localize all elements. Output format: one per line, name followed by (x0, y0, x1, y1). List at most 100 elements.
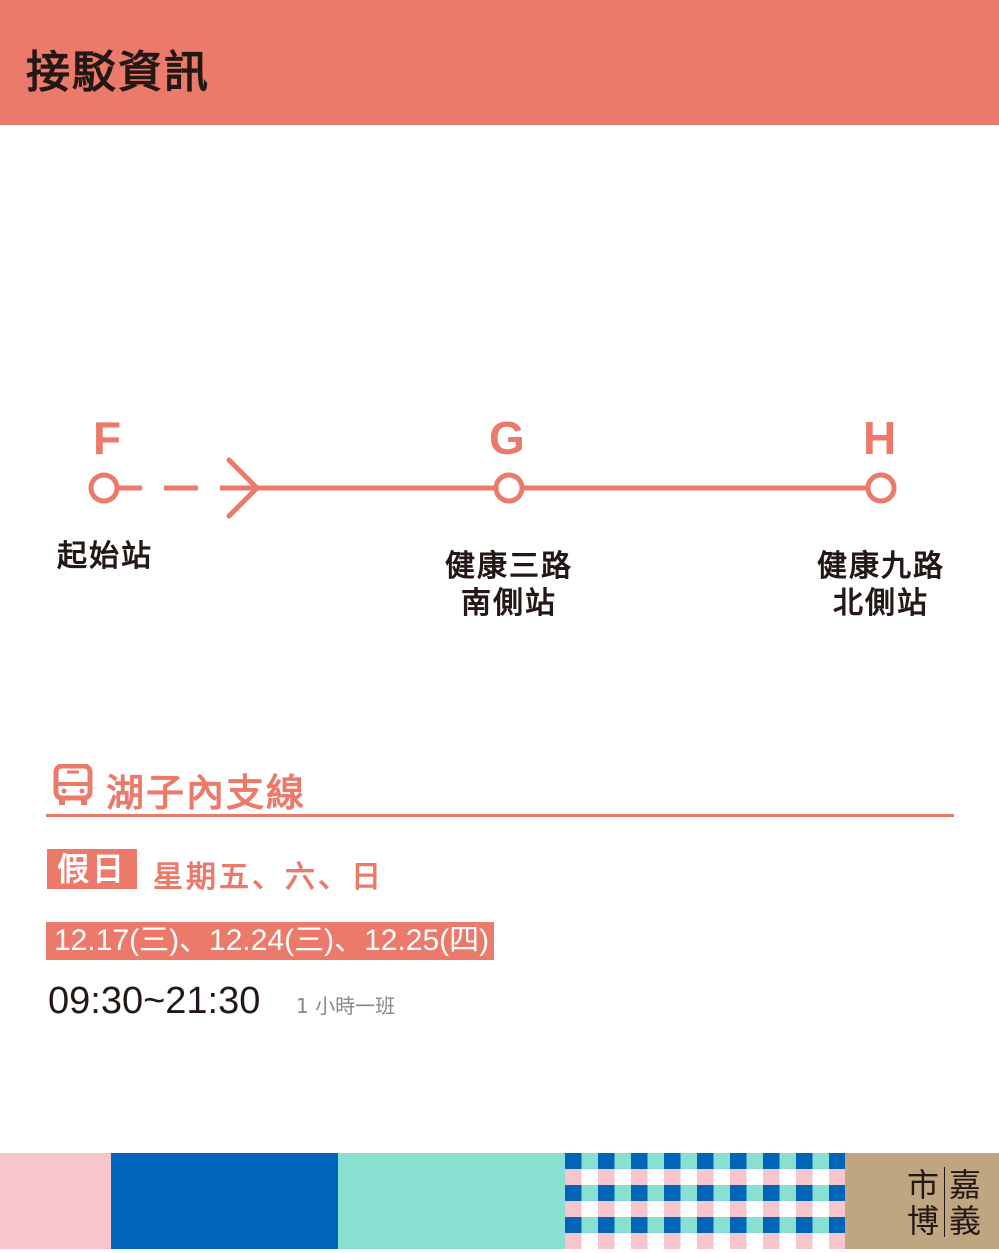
check-cell (746, 1153, 763, 1169)
check-cell (598, 1153, 615, 1169)
check-cell (812, 1153, 829, 1169)
check-cell (713, 1153, 730, 1169)
check-cell (796, 1201, 813, 1217)
check-cell (697, 1153, 714, 1169)
check-cell (812, 1201, 829, 1217)
check-cell (829, 1233, 846, 1249)
check-cell (631, 1185, 648, 1201)
check-cell (746, 1169, 763, 1185)
check-cell (631, 1153, 648, 1169)
check-cell (763, 1185, 780, 1201)
check-cell (647, 1201, 664, 1217)
stop-name-f: 起始站 (57, 539, 153, 574)
check-cell (697, 1201, 714, 1217)
check-cell (697, 1233, 714, 1249)
check-cell (796, 1185, 813, 1201)
check-cell (796, 1153, 813, 1169)
check-cell (581, 1169, 598, 1185)
page-title: 接駁資訊 (26, 47, 210, 98)
check-cell (812, 1185, 829, 1201)
check-cell (763, 1153, 780, 1169)
check-cell (598, 1217, 615, 1233)
check-cell (763, 1217, 780, 1233)
check-cell (779, 1201, 796, 1217)
check-cell (614, 1233, 631, 1249)
check-cell (713, 1169, 730, 1185)
check-cell (746, 1201, 763, 1217)
check-cell (565, 1153, 582, 1169)
service-dates: 12.17(三)、12.24(三)、12.25(四) (46, 922, 494, 960)
check-cell (565, 1185, 582, 1201)
check-cell (647, 1185, 664, 1201)
check-cell (664, 1201, 681, 1217)
check-cell (647, 1233, 664, 1249)
check-cell (598, 1169, 615, 1185)
check-cell (680, 1153, 697, 1169)
stop-marker-f (88, 472, 120, 504)
stop-letter-h: H (863, 412, 897, 464)
check-cell (680, 1217, 697, 1233)
check-cell (763, 1169, 780, 1185)
check-cell (680, 1169, 697, 1185)
check-cell (664, 1153, 681, 1169)
check-cell (565, 1233, 582, 1249)
stop-marker-h (865, 472, 897, 504)
check-cell (713, 1185, 730, 1201)
footer-pink-block (0, 1153, 111, 1249)
check-cell (829, 1153, 846, 1169)
check-cell (680, 1233, 697, 1249)
check-cell (631, 1233, 648, 1249)
check-cell (763, 1201, 780, 1217)
check-cell (746, 1217, 763, 1233)
check-cell (779, 1153, 796, 1169)
check-cell (713, 1201, 730, 1217)
check-cell (565, 1201, 582, 1217)
check-cell (631, 1169, 648, 1185)
check-cell (631, 1201, 648, 1217)
check-cell (647, 1217, 664, 1233)
check-cell (730, 1169, 747, 1185)
check-cell (664, 1233, 681, 1249)
stop-letter-f: F (93, 412, 122, 464)
stop-name-h: 健康九路北側站 (817, 549, 945, 621)
check-cell (697, 1185, 714, 1201)
footer-teal-block (338, 1153, 565, 1249)
check-cell (796, 1169, 813, 1185)
check-cell (614, 1153, 631, 1169)
check-cell (581, 1153, 598, 1169)
check-cell (631, 1217, 648, 1233)
check-cell (581, 1233, 598, 1249)
header: 接駁資訊 (0, 0, 999, 125)
check-cell (647, 1169, 664, 1185)
check-cell (779, 1217, 796, 1233)
check-cell (697, 1169, 714, 1185)
service-frequency: 1 小時一班 (296, 994, 396, 1018)
route-line (88, 457, 897, 519)
check-cell (796, 1217, 813, 1233)
bus-icon (53, 764, 93, 805)
check-cell (730, 1153, 747, 1169)
check-cell (664, 1217, 681, 1233)
check-cell (812, 1233, 829, 1249)
check-cell (581, 1185, 598, 1201)
service-days: 星期五、六、日 (153, 860, 384, 895)
line-title: 湖子內支線 (106, 771, 307, 815)
stop-marker-g (493, 472, 525, 504)
check-cell (647, 1153, 664, 1169)
check-cell (614, 1185, 631, 1201)
check-cell (697, 1217, 714, 1233)
stop-name-g: 健康三路南側站 (445, 549, 573, 621)
check-cell (829, 1169, 846, 1185)
check-cell (746, 1185, 763, 1201)
check-cell (614, 1217, 631, 1233)
check-cell (829, 1201, 846, 1217)
check-pattern (565, 1153, 862, 1249)
check-cell (713, 1217, 730, 1233)
divider (46, 814, 954, 817)
check-cell (796, 1233, 813, 1249)
check-cell (763, 1233, 780, 1249)
check-cell (713, 1233, 730, 1249)
check-cell (598, 1201, 615, 1217)
check-cell (730, 1233, 747, 1249)
check-cell (565, 1217, 582, 1233)
